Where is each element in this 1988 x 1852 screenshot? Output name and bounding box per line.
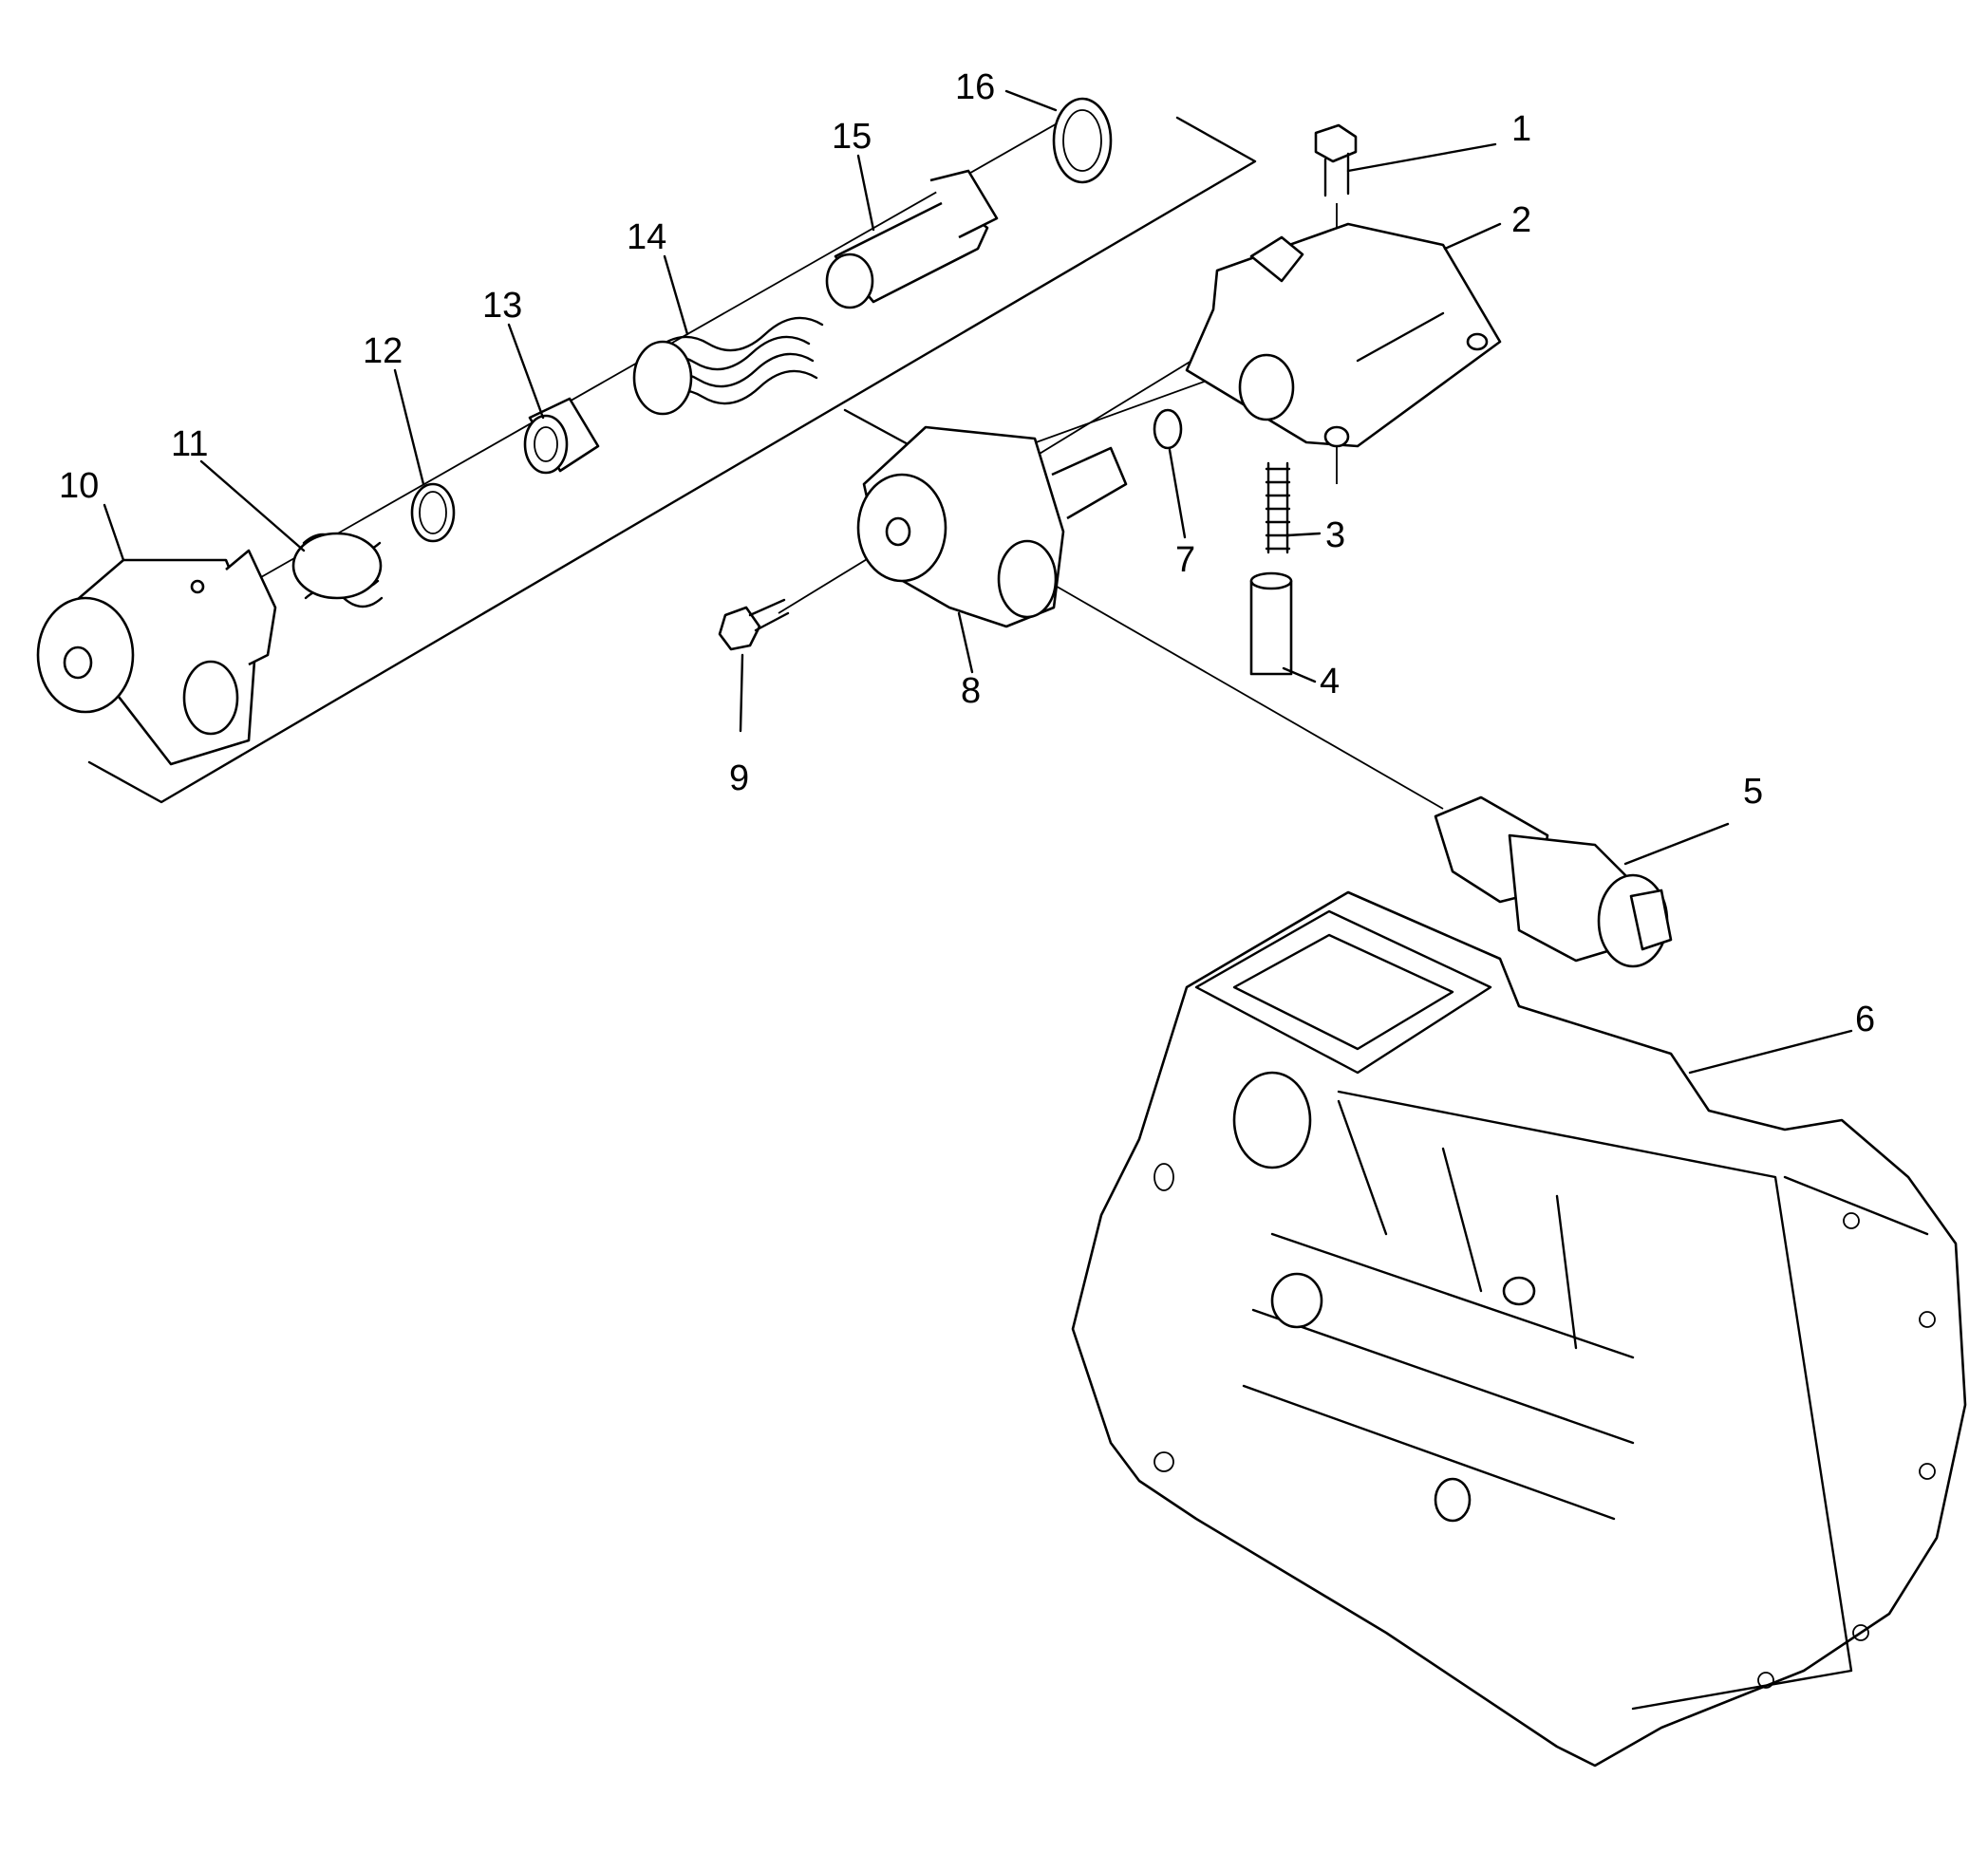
subassembly-bracket bbox=[87, 116, 1257, 804]
part-4-pin bbox=[1249, 571, 1293, 676]
callout-3: 3 bbox=[1325, 515, 1345, 555]
alignment-lines bbox=[253, 102, 1444, 810]
part-16-ring bbox=[1052, 97, 1113, 184]
callout-11: 11 bbox=[171, 424, 208, 464]
part-5-switch bbox=[1434, 795, 1673, 968]
part-1-bolt bbox=[1314, 123, 1358, 197]
callout-10: 10 bbox=[59, 466, 99, 506]
callout-9: 9 bbox=[729, 758, 749, 798]
callout-2: 2 bbox=[1511, 200, 1531, 240]
part-8-body bbox=[856, 425, 1128, 628]
part-3-spring bbox=[1265, 461, 1291, 554]
callout-1: 1 bbox=[1511, 109, 1531, 149]
part-6-transmission-case bbox=[1071, 890, 1967, 1768]
part-15-plunger bbox=[825, 169, 999, 309]
callout-labels: 1 2 3 4 5 6 7 8 9 10 11 12 13 14 15 16 bbox=[59, 67, 1875, 1039]
part-11-spring bbox=[291, 532, 384, 608]
callout-15: 15 bbox=[832, 117, 872, 157]
callout-14: 14 bbox=[627, 217, 666, 257]
callout-12: 12 bbox=[363, 331, 403, 371]
callout-4: 4 bbox=[1320, 662, 1340, 702]
callout-7: 7 bbox=[1175, 540, 1195, 580]
part-13-piston bbox=[523, 397, 600, 475]
callout-8: 8 bbox=[961, 671, 981, 711]
leader-lines bbox=[103, 89, 1853, 1075]
part-9-bolt bbox=[718, 598, 790, 651]
part-12-snap-ring bbox=[410, 482, 456, 543]
part-7-o-ring bbox=[1153, 408, 1183, 450]
callout-16: 16 bbox=[955, 67, 995, 107]
callout-5: 5 bbox=[1743, 772, 1763, 812]
part-2-cover bbox=[1185, 222, 1502, 448]
callout-6: 6 bbox=[1855, 1000, 1875, 1039]
part-14-large-spring bbox=[632, 316, 824, 416]
part-10-actuator-body bbox=[36, 549, 277, 766]
callout-13: 13 bbox=[482, 286, 522, 326]
